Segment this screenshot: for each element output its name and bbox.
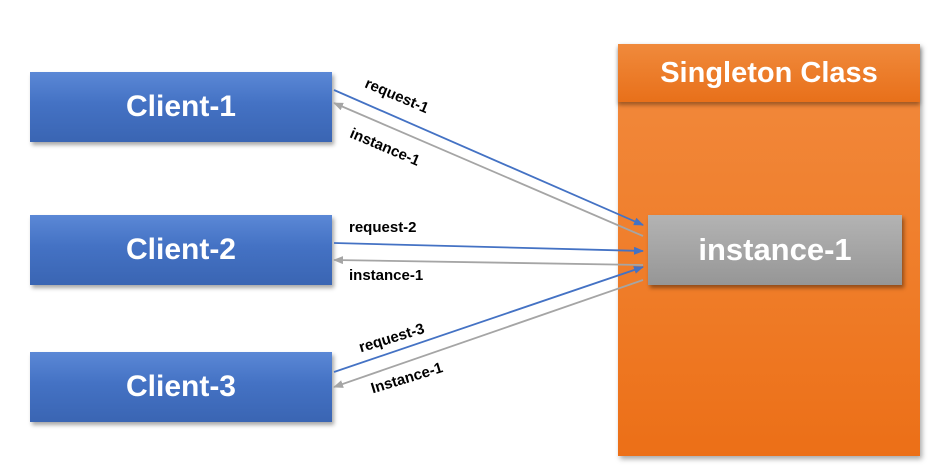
singleton-class-header: Singleton Class [618, 44, 920, 102]
client-2-box: Client-2 [30, 215, 332, 285]
client-3-box: Client-3 [30, 352, 332, 422]
client-2-label: Client-2 [125, 233, 236, 266]
singleton-class-title: Singleton Class [660, 56, 878, 89]
client-3-label: Client-3 [125, 370, 236, 403]
request-2-arrow [333, 242, 644, 255]
instance-label: instance-1 [698, 232, 852, 267]
instance-box: instance-1 [648, 215, 902, 285]
response-3-arrow [333, 279, 644, 388]
response-2-arrow [333, 256, 644, 266]
client-1-box: Client-1 [30, 72, 332, 142]
response-2-label: instance-1 [349, 267, 424, 284]
request-1-arrow [333, 89, 644, 226]
client-1-label: Client-1 [125, 90, 236, 123]
request-2-label: request-2 [349, 219, 417, 236]
response-1-arrow [333, 102, 644, 237]
request-3-arrow [333, 266, 644, 373]
